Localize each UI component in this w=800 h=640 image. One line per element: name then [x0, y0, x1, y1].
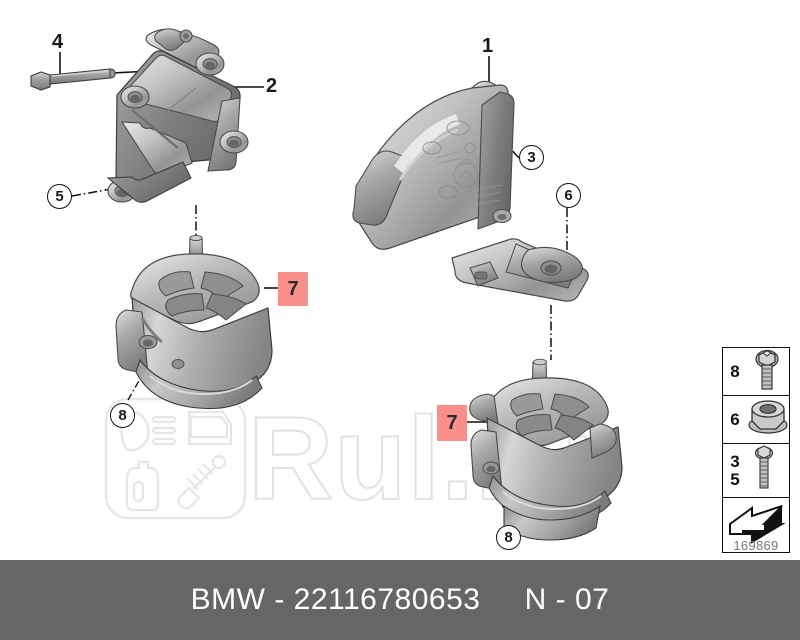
callout-3[interactable]: 3 — [519, 145, 544, 170]
callout-2[interactable]: 2 — [266, 75, 278, 97]
part-engine-mount-left — [115, 234, 273, 410]
callout-6[interactable]: 6 — [556, 183, 581, 208]
part-engine-support-bracket-right — [352, 80, 589, 302]
diagram-id-caption: 169869 — [733, 538, 779, 553]
part-engine-support-bracket-left — [106, 28, 249, 203]
legend-panel: 8 6 — [722, 347, 790, 553]
hex-flange-bolt-icon — [747, 348, 789, 395]
part-bolt-4 — [30, 68, 116, 91]
bracket-casting-marks — [422, 120, 503, 205]
legend-cell-6[interactable]: 6 — [723, 396, 789, 444]
legend-cell-8[interactable]: 8 — [723, 348, 789, 396]
callout-7-right[interactable]: 7 — [437, 405, 467, 441]
bracket-right-nut-seat — [520, 246, 583, 283]
callout-5[interactable]: 5 — [47, 184, 72, 209]
callout-1[interactable]: 1 — [482, 35, 494, 57]
footer-part-label: BMW - 22116780653 N - 07 — [190, 583, 610, 616]
bracket-left-boss-right — [195, 52, 225, 76]
footer-bar: BMW - 22116780653 N - 07 — [0, 560, 800, 640]
direction-of-travel-arrow-icon — [723, 498, 789, 552]
part-engine-mount-right — [469, 358, 623, 541]
legend-cell-3-5[interactable]: 3 5 — [723, 444, 789, 498]
legend-number-5: 5 — [730, 469, 740, 489]
callout-4[interactable]: 4 — [52, 31, 64, 53]
legend-number-3: 3 — [730, 451, 740, 471]
legend-number-8: 8 — [730, 361, 740, 381]
callout-8-left[interactable]: 8 — [110, 403, 135, 428]
flange-nut-icon — [747, 396, 789, 443]
legend-cell-direction[interactable] — [723, 498, 789, 552]
legend-number-3-5: 3 5 — [723, 451, 747, 489]
diagram-canvas: Rul.ru — [30, 28, 790, 553]
callout-7-left[interactable]: 7 — [278, 272, 308, 306]
legend-number-6: 6 — [730, 409, 740, 429]
bracket-left-boss-upper — [120, 85, 150, 109]
callout-8-right[interactable]: 8 — [496, 525, 521, 550]
long-flange-bolt-icon — [747, 444, 789, 497]
diagram-artwork — [30, 28, 623, 541]
bracket-left-boss-lower-right — [219, 130, 249, 154]
